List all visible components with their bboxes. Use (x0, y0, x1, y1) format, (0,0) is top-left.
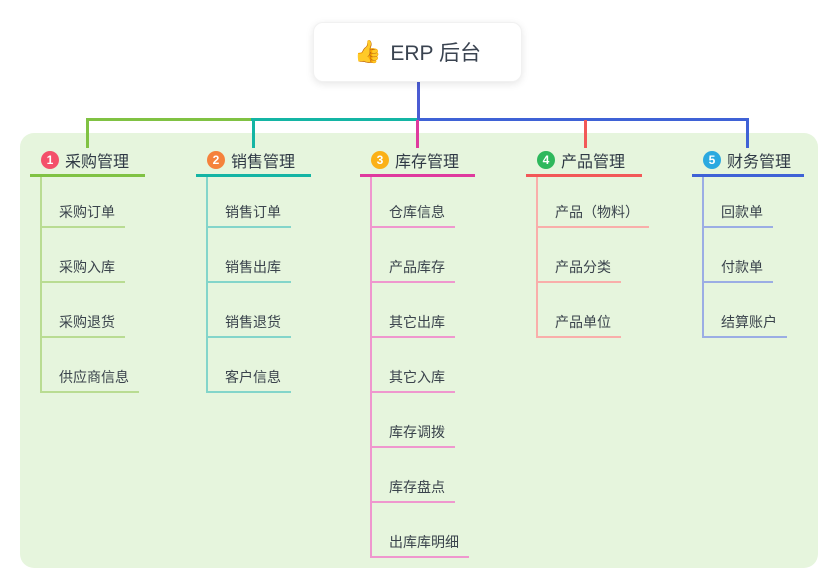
root-node[interactable]: 👍 ERP 后台 (313, 22, 522, 82)
connector-bus-green (86, 118, 253, 121)
child-item[interactable]: 销售订单 (208, 177, 291, 228)
child-item[interactable]: 产品分类 (538, 228, 621, 283)
branch-purchase-children: 采购订单 采购入库 采购退货 供应商信息 (40, 177, 145, 393)
connector-bus-blue (417, 118, 749, 121)
child-item[interactable]: 其它出库 (372, 283, 455, 338)
connector-leg-finance (746, 118, 749, 148)
branch-purchase: 1 采购管理 采购订单 采购入库 采购退货 供应商信息 (30, 146, 145, 393)
connector-bus-teal (251, 118, 417, 121)
child-item[interactable]: 其它入库 (372, 338, 455, 393)
badge-3-icon: 3 (371, 150, 389, 169)
child-item[interactable]: 采购入库 (42, 228, 125, 283)
child-item[interactable]: 客户信息 (208, 338, 291, 393)
branch-product-children: 产品（物料） 产品分类 产品单位 (536, 177, 649, 338)
branch-sales-title[interactable]: 2 销售管理 (196, 148, 311, 177)
child-item[interactable]: 采购退货 (42, 283, 125, 338)
thumbs-up-icon: 👍 (353, 39, 382, 64)
child-item[interactable]: 产品库存 (372, 228, 455, 283)
child-item[interactable]: 采购订单 (42, 177, 125, 228)
child-item[interactable]: 销售退货 (208, 283, 291, 338)
branch-sales-label: 销售管理 (231, 153, 296, 171)
child-item[interactable]: 结算账户 (704, 283, 787, 338)
branch-inventory-children: 仓库信息 产品库存 其它出库 其它入库 库存调拨 库存盘点 出库库明细 (370, 177, 475, 558)
branch-finance-children: 回款单 付款单 结算账户 (702, 177, 804, 338)
branch-finance-title[interactable]: 5 财务管理 (692, 148, 804, 177)
badge-5-icon: 5 (703, 150, 721, 169)
branch-product-title[interactable]: 4 产品管理 (526, 148, 642, 177)
connector-leg-product (584, 120, 587, 148)
branch-inventory-label: 库存管理 (395, 153, 460, 171)
branch-inventory: 3 库存管理 仓库信息 产品库存 其它出库 其它入库 库存调拨 库存盘点 出库库… (360, 146, 475, 558)
connector-leg-inventory (416, 120, 419, 148)
branch-sales-children: 销售订单 销售出库 销售退货 客户信息 (206, 177, 311, 393)
root-label: ERP 后台 (390, 42, 482, 65)
child-item[interactable]: 库存盘点 (372, 448, 455, 503)
child-item[interactable]: 出库库明细 (372, 503, 469, 558)
child-item[interactable]: 产品（物料） (538, 177, 649, 228)
branch-finance: 5 财务管理 回款单 付款单 结算账户 (692, 146, 804, 338)
branch-purchase-label: 采购管理 (65, 153, 130, 171)
badge-4-icon: 4 (537, 150, 555, 169)
branch-inventory-title[interactable]: 3 库存管理 (360, 148, 475, 177)
child-item[interactable]: 库存调拨 (372, 393, 455, 448)
child-item[interactable]: 产品单位 (538, 283, 621, 338)
child-item[interactable]: 供应商信息 (42, 338, 139, 393)
branch-purchase-title[interactable]: 1 采购管理 (30, 148, 145, 177)
badge-1-icon: 1 (41, 150, 59, 169)
branch-sales: 2 销售管理 销售订单 销售出库 销售退货 客户信息 (196, 146, 311, 393)
branch-finance-label: 财务管理 (727, 153, 792, 171)
branch-product: 4 产品管理 产品（物料） 产品分类 产品单位 (526, 146, 649, 338)
badge-2-icon: 2 (207, 150, 225, 169)
child-item[interactable]: 付款单 (704, 228, 773, 283)
child-item[interactable]: 销售出库 (208, 228, 291, 283)
child-item[interactable]: 仓库信息 (372, 177, 455, 228)
child-item[interactable]: 回款单 (704, 177, 773, 228)
branches-panel (20, 133, 818, 568)
branch-product-label: 产品管理 (561, 153, 626, 171)
connector-leg-sales (252, 120, 255, 148)
connector-root-vertical (417, 82, 420, 120)
connector-leg-purchase (86, 118, 89, 148)
